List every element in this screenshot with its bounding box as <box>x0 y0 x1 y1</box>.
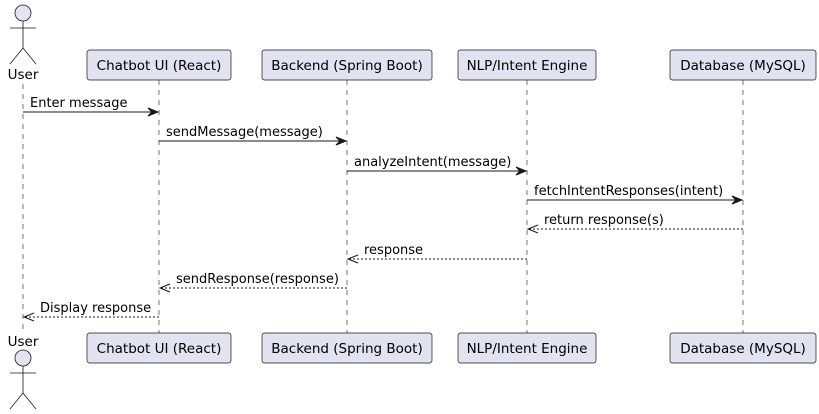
participant-db-top: Database (MySQL) <box>669 49 817 81</box>
participant-box <box>457 49 597 81</box>
participant-nlp-bottom: NLP/Intent Engine <box>457 332 597 364</box>
actor-head-icon <box>14 349 32 367</box>
participant-label: Chatbot UI (React) <box>97 58 222 74</box>
arrowhead-icon <box>158 283 171 293</box>
participant-label: Backend (Spring Boot) <box>271 58 422 74</box>
participant-label: NLP/Intent Engine <box>467 341 588 357</box>
arrowhead-icon <box>731 195 744 205</box>
participant-nlp-top: NLP/Intent Engine <box>457 49 597 81</box>
message-label: sendResponse(response) <box>176 272 339 287</box>
message-5: return response(s) <box>526 213 743 234</box>
messages: Enter message sendMessage(message) analyze… <box>22 96 744 322</box>
participant-ui-bottom: Chatbot UI (React) <box>86 332 232 364</box>
participant-label: Database (MySQL) <box>680 341 806 357</box>
actor-user-bottom: User <box>8 334 39 410</box>
participant-label: Database (MySQL) <box>680 58 806 74</box>
message-label: response <box>364 243 423 258</box>
message-label: return response(s) <box>544 213 664 228</box>
arrowhead-icon <box>147 107 160 117</box>
participant-box <box>457 332 597 364</box>
participant-db-bottom: Database (MySQL) <box>669 332 817 364</box>
message-label: fetchIntentResponses(intent) <box>534 184 723 199</box>
arrowhead-icon <box>526 224 539 234</box>
participant-box <box>669 332 817 364</box>
arrowhead-icon <box>346 254 359 264</box>
message-7: sendResponse(response) <box>158 272 347 293</box>
arrowhead-icon <box>22 312 35 322</box>
arrowhead-icon <box>335 136 348 146</box>
message-label: sendMessage(message) <box>166 125 323 140</box>
message-label: Enter message <box>30 96 127 111</box>
participant-label: Chatbot UI (React) <box>97 341 222 357</box>
participant-box <box>261 49 433 81</box>
message-2: sendMessage(message) <box>159 125 348 146</box>
actor-right-leg-icon <box>22 47 37 65</box>
participant-label: NLP/Intent Engine <box>467 58 588 74</box>
message-label: Display response <box>40 301 151 316</box>
participant-backend-top: Backend (Spring Boot) <box>261 49 433 81</box>
actor-left-leg-icon <box>9 392 24 410</box>
actor-user-top: User <box>8 4 39 83</box>
actor-head-icon <box>14 4 32 22</box>
participant-box <box>261 332 433 364</box>
message-3: analyzeIntent(message) <box>347 155 528 176</box>
message-label: analyzeIntent(message) <box>354 155 511 170</box>
lifelines <box>22 80 744 333</box>
participant-box <box>86 332 232 364</box>
actor-label: User <box>8 334 39 350</box>
participant-box <box>86 49 232 81</box>
actor-right-leg-icon <box>22 392 37 410</box>
arrowhead-icon <box>515 166 528 176</box>
message-1: Enter message <box>23 96 160 117</box>
participant-backend-bottom: Backend (Spring Boot) <box>261 332 433 364</box>
actor-label: User <box>8 67 39 83</box>
actor-left-leg-icon <box>9 47 24 65</box>
participant-ui-top: Chatbot UI (React) <box>86 49 232 81</box>
participant-label: Backend (Spring Boot) <box>271 341 422 357</box>
participant-box <box>669 49 817 81</box>
message-4: fetchIntentResponses(intent) <box>527 184 744 205</box>
message-6: response <box>346 243 527 264</box>
message-8: Display response <box>22 301 159 322</box>
